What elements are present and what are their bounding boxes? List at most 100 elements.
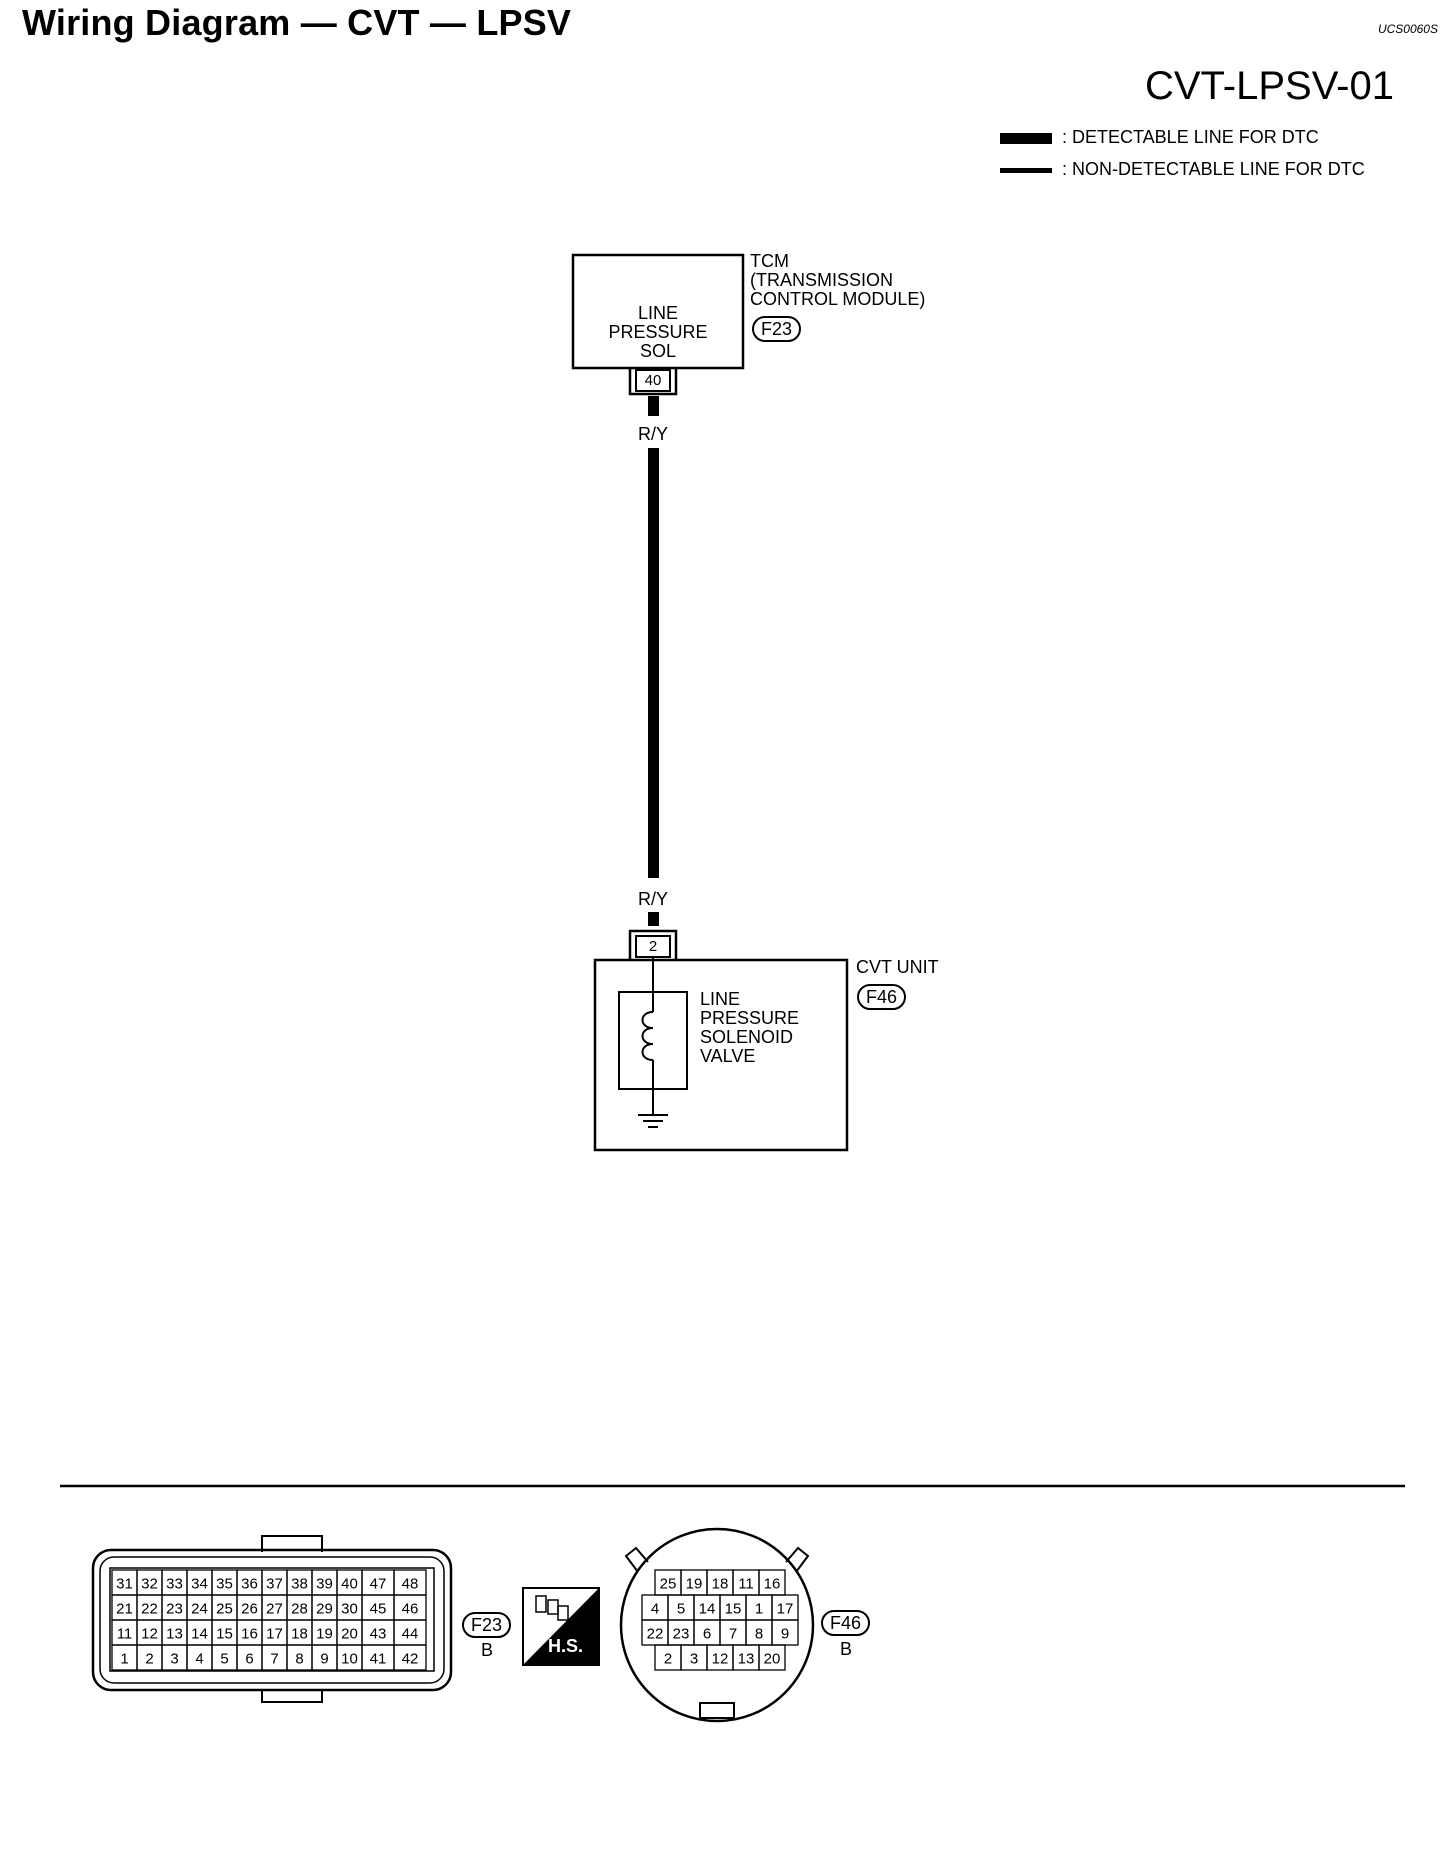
f46-pin-cell — [758, 1644, 786, 1671]
f23-pin-number: 30 — [341, 1601, 358, 1618]
hs-label: H.S. — [548, 1636, 584, 1656]
f46-pin-number: 8 — [755, 1626, 763, 1643]
tcm-pin-box — [635, 369, 671, 392]
f46-pin-number: 6 — [703, 1626, 711, 1643]
f23-pin-number: 9 — [320, 1651, 328, 1668]
f46-pin-number: 7 — [729, 1626, 737, 1643]
f23-connector-face — [91, 1535, 453, 1703]
f23-pin-number: 37 — [266, 1576, 283, 1593]
f23-pin-number: 36 — [241, 1576, 258, 1593]
tcm-name-line-2: (TRANSMISSION — [750, 270, 894, 290]
f23-pin-number: 15 — [216, 1626, 233, 1643]
f46-pin-number: 23 — [673, 1626, 690, 1643]
f46-pin-number: 22 — [647, 1626, 664, 1643]
f23-pin-number: 46 — [402, 1601, 419, 1618]
f23-pin-number: 39 — [316, 1576, 333, 1593]
cvt-unit-box — [593, 958, 849, 1152]
legend-non-detectable-swatch — [1000, 168, 1052, 173]
tcm-component-label: LINE PRESSURE SOL — [573, 304, 743, 361]
f46-pin-number: 3 — [690, 1651, 698, 1668]
tcm-inner-line-2: PRESSURE — [608, 322, 708, 342]
tcm-terminal-bracket — [628, 368, 678, 396]
f46-connector-badge: F46 — [821, 1610, 871, 1636]
f23-pin-number: 45 — [370, 1601, 387, 1618]
f46-pin-number: 16 — [764, 1576, 781, 1593]
tcm-inner-line-3: SOL — [639, 341, 677, 361]
f46-pin-number: 1 — [755, 1601, 763, 1618]
document-code: UCS0060S — [1377, 22, 1438, 36]
cvt-pin-number: 2 — [648, 938, 658, 955]
f46-pin-number: 20 — [764, 1651, 781, 1668]
f23-pin-number: 19 — [316, 1626, 333, 1643]
f23-pin-number: 28 — [291, 1601, 308, 1618]
f23-pin-number: 17 — [266, 1626, 283, 1643]
f23-pin-number: 4 — [195, 1651, 203, 1668]
f46-pin-number: 9 — [781, 1626, 789, 1643]
f46-connector-color: B — [839, 1639, 852, 1659]
f23-pin-number: 48 — [402, 1576, 419, 1593]
solenoid-label: LINE PRESSURE SOLENOID VALVE — [700, 990, 799, 1066]
f23-pin-number: 27 — [266, 1601, 283, 1618]
f23-pin-number: 7 — [270, 1651, 278, 1668]
cvt-unit-name: CVT UNIT — [856, 957, 939, 977]
f23-pin-number: 33 — [166, 1576, 183, 1593]
f23-pin-number: 11 — [117, 1626, 133, 1643]
f23-pin-number: 18 — [291, 1626, 308, 1643]
f23-pin-number: 2 — [145, 1651, 153, 1668]
f23-pin-number: 22 — [141, 1601, 158, 1618]
wire-segment-main — [648, 448, 659, 878]
f46-pin-number: 11 — [738, 1576, 754, 1593]
f23-pin-number: 43 — [370, 1626, 387, 1643]
f23-pin-number: 12 — [141, 1626, 158, 1643]
tcm-name-line-1: TCM — [750, 251, 789, 271]
f23-connector-color: B — [480, 1640, 493, 1660]
f46-pin-number: 14 — [699, 1601, 716, 1618]
tcm-connector-badge: F23 — [752, 316, 802, 342]
f23-pin-number: 13 — [166, 1626, 183, 1643]
tcm-name: TCM (TRANSMISSION CONTROL MODULE) — [750, 252, 925, 309]
f23-pin-number: 44 — [402, 1626, 419, 1643]
f46-pin-number: 19 — [686, 1576, 703, 1593]
f23-pin-number: 42 — [402, 1651, 419, 1668]
f23-pin-number: 1 — [120, 1651, 128, 1668]
f23-connector-badge: F23 — [462, 1612, 512, 1638]
f23-pin-number: 16 — [241, 1626, 258, 1643]
f23-pin-number: 5 — [220, 1651, 228, 1668]
f23-pin-number: 40 — [341, 1576, 358, 1593]
wire-color-bottom: R/Y — [637, 889, 668, 909]
f23-pin-number: 3 — [170, 1651, 178, 1668]
f23-pin-number: 8 — [295, 1651, 303, 1668]
f46-pin-number: 13 — [738, 1651, 755, 1668]
legend-detectable-label: : DETECTABLE LINE FOR DTC — [1062, 127, 1319, 147]
solenoid-coil-icon — [641, 1011, 654, 1061]
f23-pin-number: 23 — [166, 1601, 183, 1618]
f23-pin-number: 6 — [245, 1651, 253, 1668]
solenoid-label-line-2: PRESSURE — [700, 1008, 800, 1028]
solenoid-label-line-3: SOLENOID — [700, 1027, 794, 1047]
wire-color-top: R/Y — [637, 424, 668, 444]
f23-pin-number: 32 — [141, 1576, 158, 1593]
f23-pin-number: 41 — [370, 1651, 387, 1668]
f23-pin-number: 34 — [191, 1576, 208, 1593]
solenoid-label-line-1: LINE — [700, 989, 741, 1009]
f23-pin-number: 35 — [216, 1576, 233, 1593]
f46-pin-number: 2 — [664, 1651, 672, 1668]
cvt-terminal-bracket — [628, 929, 678, 960]
f23-pin-number: 31 — [116, 1576, 133, 1593]
f46-pin-number: 4 — [651, 1601, 659, 1618]
legend-non-detectable-label: : NON-DETECTABLE LINE FOR DTC — [1062, 159, 1365, 179]
f23-pin-number: 38 — [291, 1576, 308, 1593]
page-title: Wiring Diagram — CVT — LPSV — [22, 2, 572, 43]
f23-pin-number: 10 — [341, 1651, 358, 1668]
f23-pin-number: 29 — [316, 1601, 333, 1618]
f46-connector-face — [619, 1527, 815, 1723]
f23-pin-number: 47 — [370, 1576, 387, 1593]
f46-pin-number: 17 — [777, 1601, 794, 1618]
f46-pin-number: 15 — [725, 1601, 742, 1618]
f46-pin-number: 12 — [712, 1651, 729, 1668]
legend-detectable-swatch — [1000, 133, 1052, 144]
tcm-name-line-3: CONTROL MODULE) — [750, 289, 926, 309]
harness-side-icon — [522, 1587, 600, 1666]
